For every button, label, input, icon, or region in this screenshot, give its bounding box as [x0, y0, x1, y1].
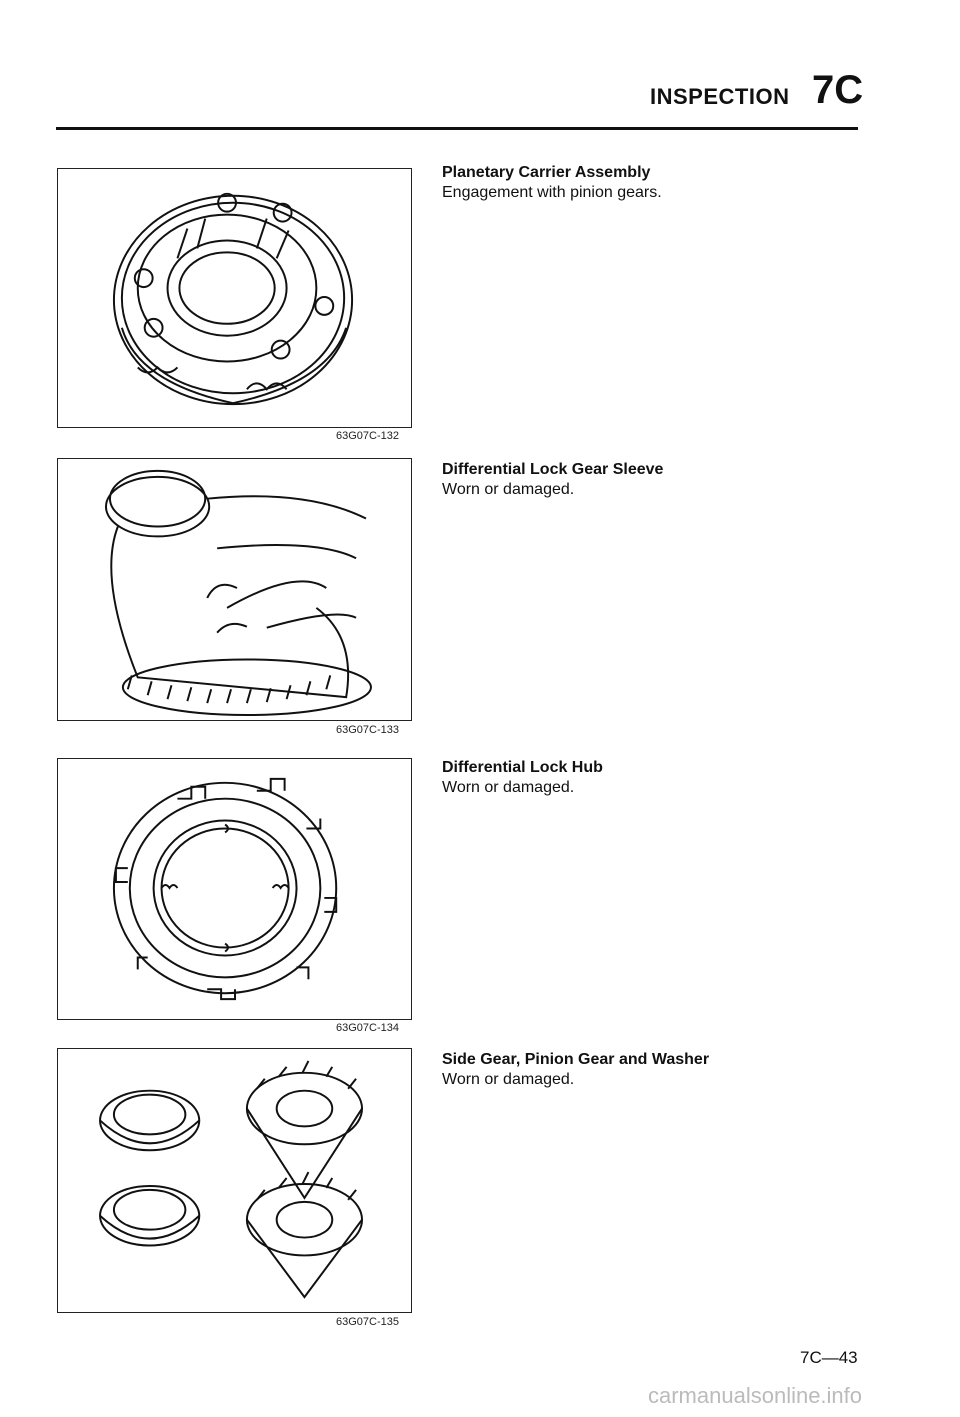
figure-code: 63G07C-134 — [336, 1022, 399, 1034]
watermark: carmanualsonline.info — [648, 1383, 863, 1408]
lock-hub-illustration — [112, 777, 338, 1001]
figure-code: 63G07C-133 — [336, 724, 399, 736]
side-gear-figure — [57, 1048, 412, 1313]
figure-code: 63G07C-135 — [336, 1316, 399, 1328]
section-text: Worn or damaged. — [442, 481, 575, 498]
section-title: Differential Lock Gear Sleeve — [442, 461, 664, 478]
header-rule — [56, 127, 858, 130]
planetary-carrier-illustration — [112, 192, 354, 406]
gear-sleeve-illustration — [104, 469, 372, 717]
section-gear-sleeve: Differential Lock Gear Sleeve Worn or da… — [442, 460, 882, 500]
section-lock-hub: Differential Lock Hub Worn or damaged. — [442, 758, 882, 798]
header-title: INSPECTION — [650, 84, 790, 109]
section-side-gear: Side Gear, Pinion Gear and Washer Worn o… — [442, 1050, 882, 1090]
section-planetary-carrier: Planetary Carrier Assembly Engagement wi… — [442, 163, 882, 203]
figure-code: 63G07C-132 — [336, 430, 399, 442]
planetary-carrier-figure — [57, 168, 412, 428]
gear-sleeve-figure — [57, 458, 412, 721]
section-text: Engagement with pinion gears. — [442, 184, 662, 201]
header-section-code: 7C — [812, 68, 864, 112]
section-title: Planetary Carrier Assembly — [442, 164, 651, 181]
side-gear-illustration — [99, 1060, 364, 1299]
section-title: Differential Lock Hub — [442, 759, 603, 776]
section-text: Worn or damaged. — [442, 779, 575, 796]
lock-hub-figure — [57, 758, 412, 1020]
section-text: Worn or damaged. — [442, 1071, 575, 1088]
page-number: 7C—43 — [800, 1348, 858, 1367]
section-title: Side Gear, Pinion Gear and Washer — [442, 1051, 710, 1068]
